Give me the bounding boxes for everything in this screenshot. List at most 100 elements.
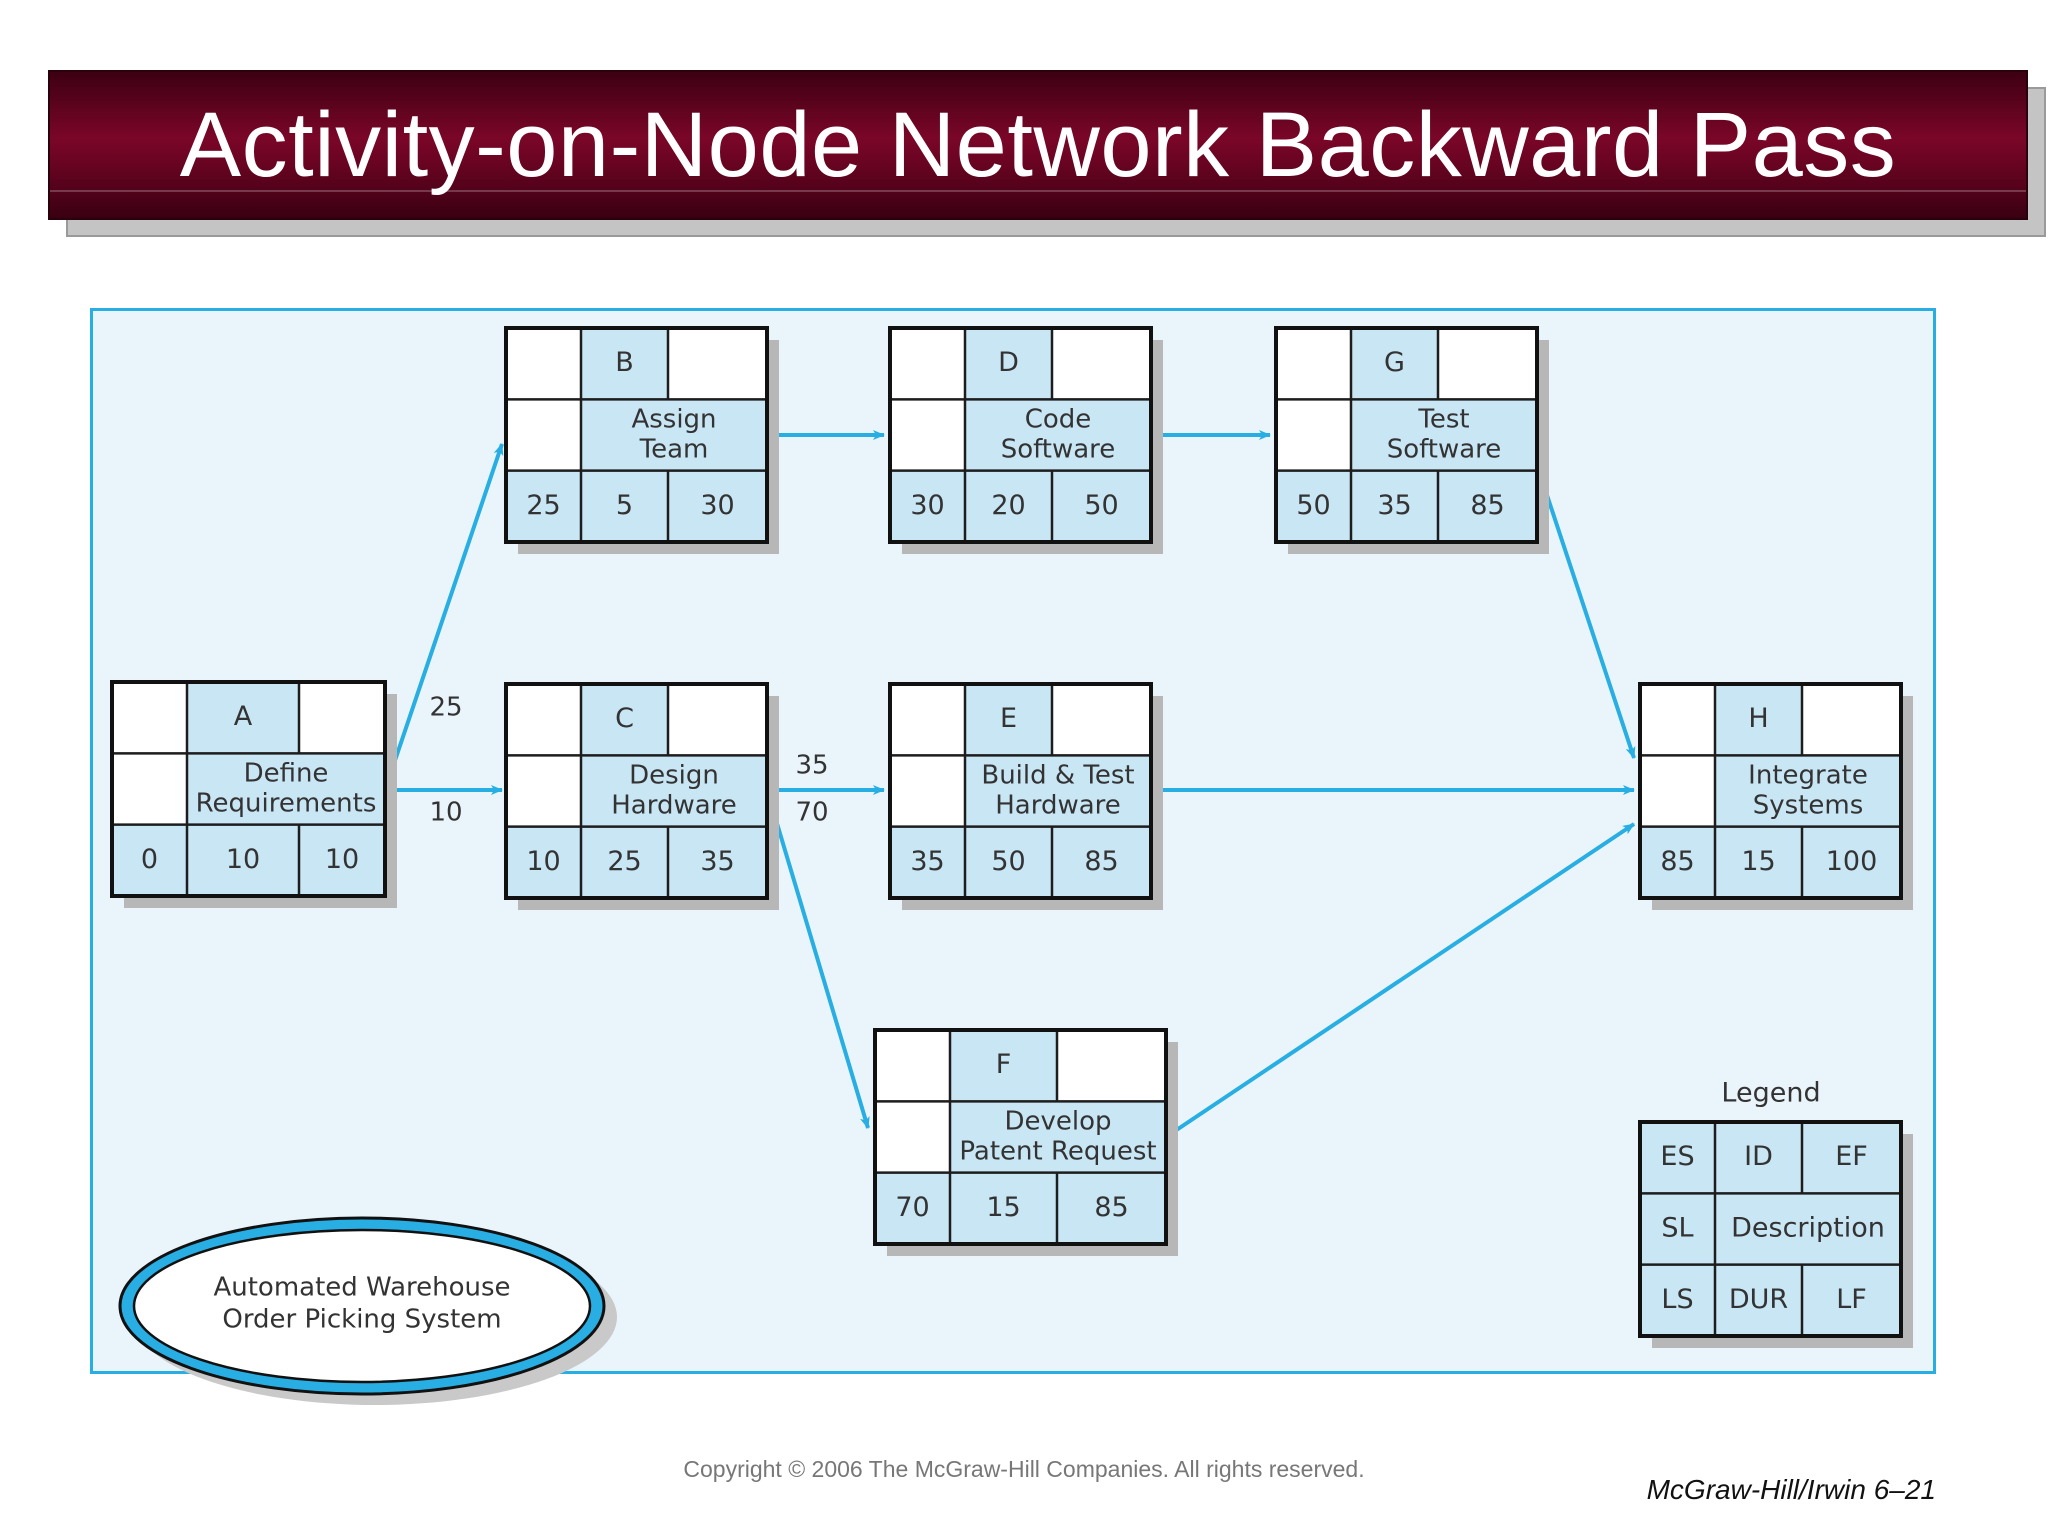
edge-label-a-b: 25 (429, 693, 462, 723)
node-id: B (615, 347, 634, 378)
node-cell-fill (112, 824, 385, 896)
node-border (873, 1028, 1168, 1246)
node-description-line1: Design (629, 761, 719, 791)
node-description-line2: Hardware (995, 791, 1121, 821)
node-id: G (1384, 347, 1405, 378)
node-ls: 10 (526, 846, 560, 877)
node-lf: 50 (1084, 490, 1118, 521)
node-lf: 35 (700, 846, 734, 877)
node-cell-fill (187, 753, 385, 825)
node-cell-fill (1640, 1264, 1901, 1336)
system-name-line1: Automated Warehouse (213, 1273, 510, 1303)
node-cell-fill (1640, 826, 1901, 898)
node-cell-fill (965, 755, 1151, 827)
node-id: F (996, 1049, 1012, 1080)
node-description-line2: Requirements (196, 789, 377, 819)
node-cell-fill (581, 684, 668, 756)
node-cell-fill (1715, 1122, 1802, 1194)
node-cell-fill (581, 399, 767, 471)
node-ef: EF (1835, 1141, 1868, 1172)
edge-g-h (1535, 464, 1636, 759)
footer-publisher-page: McGraw-Hill/Irwin 6–21 (1646, 1474, 1936, 1505)
node-description-line1: Test (1417, 405, 1469, 435)
node-cell-fill (950, 1101, 1166, 1173)
node-cell-fill (965, 684, 1052, 756)
node-id: ID (1744, 1141, 1773, 1172)
node-ls: 25 (526, 490, 560, 521)
edge-c-f (765, 789, 870, 1129)
edge-a-b (383, 443, 504, 791)
node-dur: 5 (616, 490, 633, 521)
node-dur: 50 (991, 846, 1025, 877)
node-description-line2: Hardware (611, 791, 737, 821)
edge-f-h (1164, 822, 1636, 1139)
node-id: E (1000, 703, 1017, 734)
node-cell-fill (506, 826, 767, 898)
node-cell-fill (965, 399, 1151, 471)
node-description-line2: Patent Request (959, 1137, 1156, 1167)
node-cell-fill (890, 470, 1151, 542)
node-border (1638, 682, 1903, 900)
edge-label-c-e: 35 (795, 751, 828, 781)
node-description-line1: Define (244, 759, 329, 789)
node-border (888, 682, 1153, 900)
node-border (110, 680, 387, 898)
node-ls: LS (1661, 1284, 1693, 1315)
node-dur: DUR (1729, 1284, 1788, 1315)
node-cell-fill (950, 1030, 1057, 1102)
node-cell-fill (506, 470, 767, 542)
node-cell-fill (875, 1172, 1166, 1244)
node-border (504, 682, 769, 900)
node-cell-fill (1276, 470, 1537, 542)
legend-title: Legend (1721, 1078, 1820, 1109)
edge-label-c-f: 70 (795, 798, 828, 828)
node-cell-fill (965, 328, 1052, 400)
title-bar-rule (50, 190, 2026, 192)
node-ls: 85 (1660, 846, 1694, 877)
node-description-line1: Develop (1004, 1107, 1111, 1137)
node-id: H (1748, 703, 1768, 734)
node-border (888, 326, 1153, 544)
node-cell-fill (1715, 755, 1901, 827)
node-dur: 25 (607, 846, 641, 877)
node-dur: 20 (991, 490, 1025, 521)
node-id: A (234, 701, 253, 732)
node-id: D (998, 347, 1019, 378)
node-description-line1: Build & Test (981, 761, 1134, 791)
node-cell-fill (581, 328, 668, 400)
node-lf: 85 (1470, 490, 1504, 521)
badge-inner (132, 1228, 592, 1384)
slide-title: Activity-on-Node Network Backward Pass (179, 93, 1897, 196)
node-description-line2: Software (1001, 435, 1116, 465)
node-dur: 15 (1741, 846, 1775, 877)
node-cell-fill (187, 682, 299, 754)
node-description-line1: Integrate (1748, 761, 1868, 791)
node-cell-fill (1802, 1122, 1901, 1194)
node-ls: 70 (895, 1192, 929, 1223)
node-dur: 10 (226, 844, 260, 875)
node-lf: LF (1836, 1284, 1867, 1315)
node-dur: 15 (986, 1192, 1020, 1223)
node-description-line1: Code (1025, 405, 1092, 435)
node-cell-fill (581, 755, 767, 827)
node-description-line1: Assign (631, 405, 716, 435)
node-border (1638, 1120, 1903, 1338)
node-description-line2: Team (639, 435, 709, 465)
copyright-notice: Copyright © 2006 The McGraw-Hill Compani… (683, 1456, 1365, 1482)
node-cell-fill (1640, 1122, 1715, 1194)
node-cell-fill (1351, 399, 1537, 471)
node-lf: 85 (1094, 1192, 1128, 1223)
node-description-line2: Software (1387, 435, 1502, 465)
node-cell-fill (1715, 1193, 1901, 1265)
